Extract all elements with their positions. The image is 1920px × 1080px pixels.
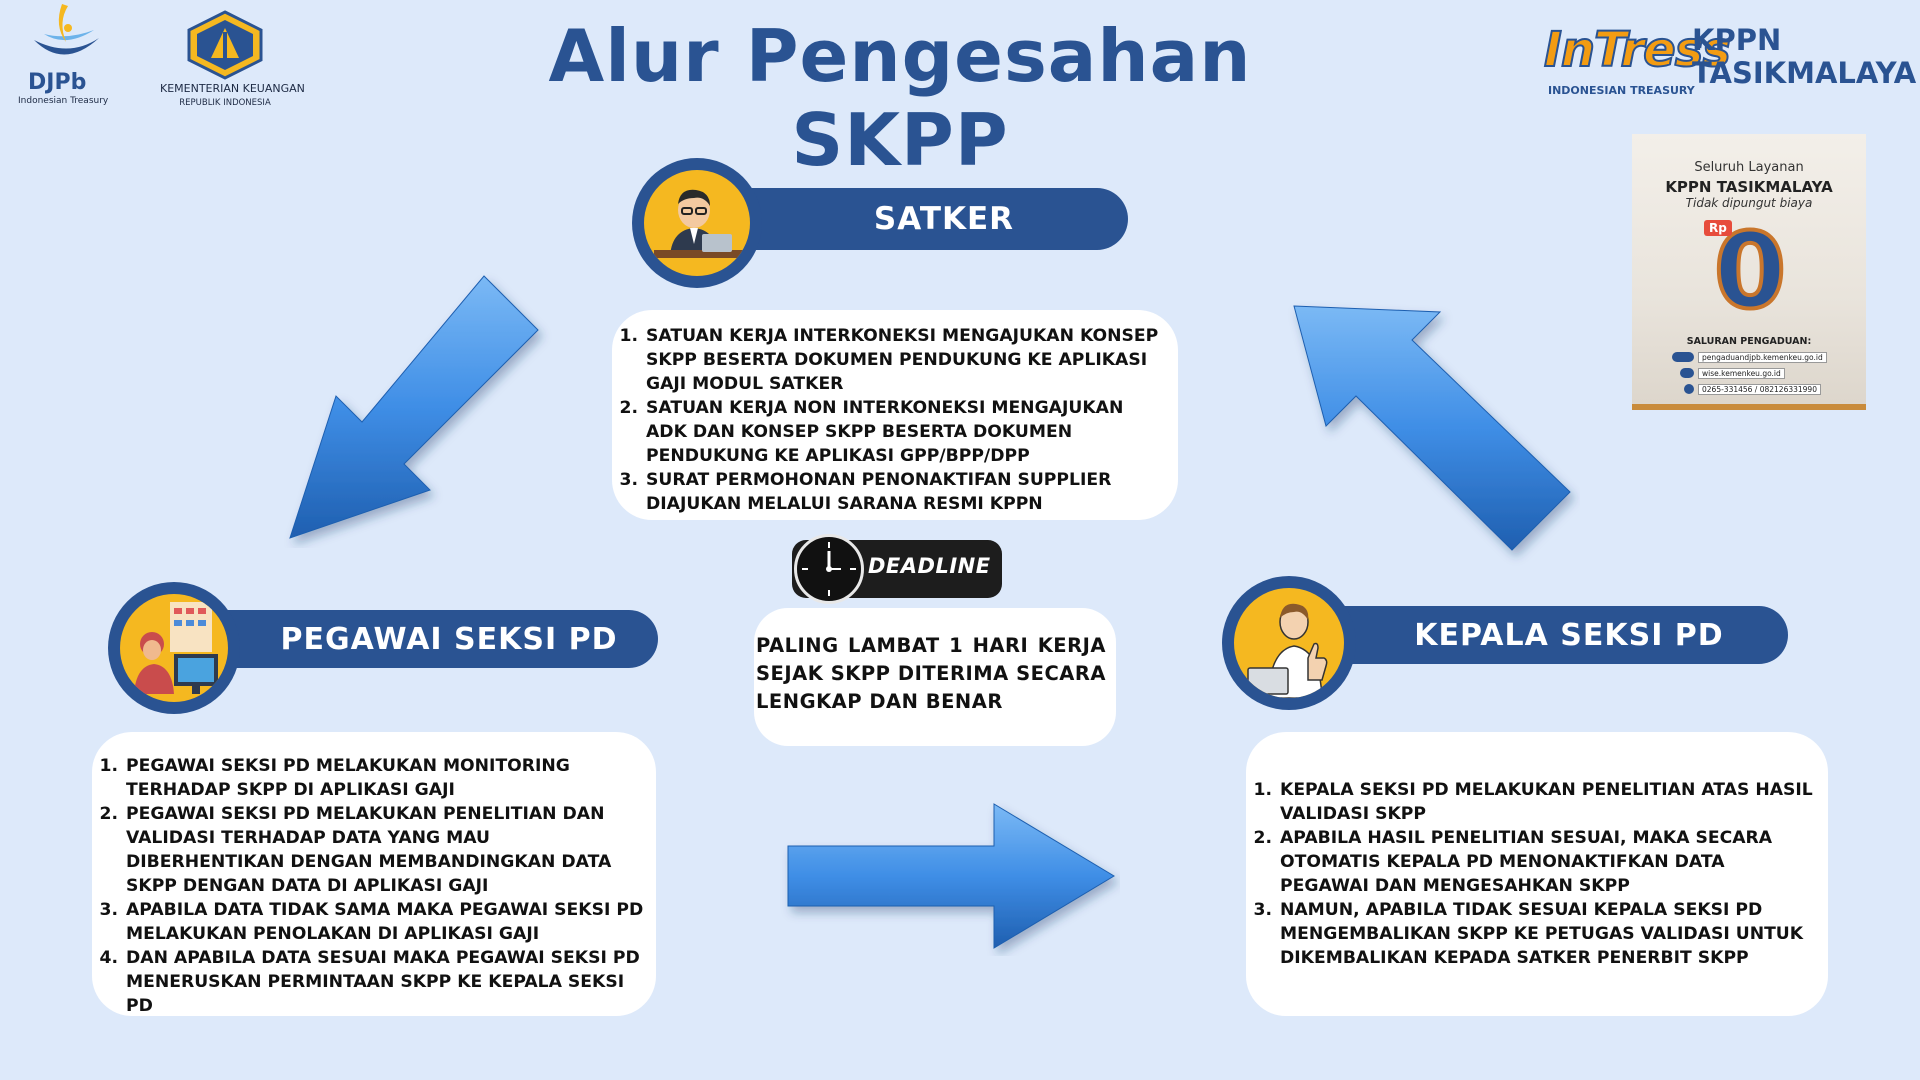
kepala-steps-list: KEPALA SEKSI PD MELAKUKAN PENELITIAN ATA… [1246, 778, 1816, 970]
satker-steps-box: SATUAN KERJA INTERKONEKSI MENGAJUKAN KON… [612, 310, 1178, 520]
thumbs-up-man-icon [1247, 603, 1328, 698]
deadline-badge: DEADLINE [792, 534, 1002, 604]
free-service-poster: Seluruh Layanan KPPN TASIKMALAYA Tidak d… [1632, 134, 1866, 410]
page-title: Alur Pengesahan SKPP [548, 14, 1252, 182]
kepala-avatar-inner [1234, 588, 1344, 698]
clock-icon [794, 534, 864, 604]
pegawai-step-2: PEGAWAI SEKSI PD MELAKUKAN PENELITIAN DA… [124, 802, 644, 898]
arrow-pegawai-to-kepala [787, 803, 1115, 949]
kppn-line2: TASIKMALAYA [1692, 56, 1917, 90]
sipandu-icon [1672, 352, 1694, 362]
pegawai-step-4: DAN APABILA DATA SESUAI MAKA PEGAWAI SEK… [124, 946, 644, 1018]
satker-avatar [632, 158, 762, 288]
poster-line3: Tidak dipungut biaya [1685, 196, 1813, 210]
djpb-sub: Indonesian Treasury [18, 96, 109, 106]
poster-saluran: SALURAN PENGADUAN: [1686, 336, 1812, 347]
poster-contact-3: 0265-331456 / 082126331990 [1698, 384, 1821, 395]
poster-contact-1: pengaduandjpb.kemenkeu.go.id [1698, 352, 1827, 363]
worker-at-desk-icon [654, 189, 746, 258]
kemenkeu-logo: KEMENTERIAN KEUANGAN REPUBLIK INDONESIA [160, 10, 305, 110]
pegawai-banner: PEGAWAI SEKSI PD [180, 610, 658, 668]
poster-rp-badge: Rp [1704, 220, 1732, 236]
satker-avatar-inner [644, 170, 750, 276]
wise-icon [1680, 368, 1694, 378]
kemenkeu-name: KEMENTERIAN KEUANGAN [160, 82, 305, 95]
pegawai-steps-box: PEGAWAI SEKSI PD MELAKUKAN MONITORING TE… [92, 732, 656, 1016]
deadline-text: PALING LAMBAT 1 HARI KERJA SEJAK SKPP DI… [756, 634, 1106, 713]
kepala-step-2: APABILA HASIL PENELITIAN SESUAI, MAKA SE… [1278, 826, 1816, 898]
kepala-step-1: KEPALA SEKSI PD MELAKUKAN PENELITIAN ATA… [1278, 778, 1816, 826]
poster-line2: KPPN TASIKMALAYA [1665, 178, 1833, 196]
pegawai-avatar-inner [120, 594, 228, 702]
kppn-title: KPPN TASIKMALAYA [1692, 24, 1916, 90]
kemenkeu-sub: REPUBLIK INDONESIA [179, 98, 271, 108]
satker-step-2: SATUAN KERJA NON INTERKONEKSI MENGAJUKAN… [644, 396, 1166, 468]
pegawai-steps-list: PEGAWAI SEKSI PD MELAKUKAN MONITORING TE… [92, 754, 644, 1018]
kepala-banner: KEPALA SEKSI PD [1290, 606, 1788, 664]
arrow-kepala-to-satker [1293, 305, 1571, 551]
djpb-name: DJPb [28, 70, 87, 95]
satker-step-1: SATUAN KERJA INTERKONEKSI MENGAJUKAN KON… [644, 324, 1166, 396]
kppn-line1: KPPN [1692, 23, 1782, 57]
kepala-avatar [1222, 576, 1356, 710]
officer-at-computer-icon [134, 602, 218, 694]
djpb-logo: DJPb Indonesian Treasury [14, 0, 120, 110]
kepala-step-3: NAMUN, APABILA TIDAK SESUAI KEPALA SEKSI… [1278, 898, 1816, 970]
pegawai-step-3: APABILA DATA TIDAK SAMA MAKA PEGAWAI SEK… [124, 898, 644, 946]
intress-word: InTress [1543, 21, 1732, 79]
kepala-label: KEPALA SEKSI PD [1414, 617, 1724, 653]
intress-sub: INDONESIAN TREASURY [1548, 84, 1695, 97]
arrow-satker-to-pegawai [289, 275, 539, 539]
satker-banner: SATKER [700, 188, 1128, 250]
satker-label: SATKER [873, 201, 1015, 237]
pegawai-label: PEGAWAI SEKSI PD [280, 621, 618, 657]
poster-contact-2: wise.kemenkeu.go.id [1698, 368, 1785, 379]
phone-icon [1684, 384, 1694, 394]
deadline-box: PALING LAMBAT 1 HARI KERJA SEJAK SKPP DI… [754, 608, 1116, 746]
satker-step-3: SURAT PERMOHONAN PENONAKTIFAN SUPPLIER D… [644, 468, 1166, 516]
pegawai-step-1: PEGAWAI SEKSI PD MELAKUKAN MONITORING TE… [124, 754, 644, 802]
poster-line1: Seluruh Layanan [1694, 160, 1804, 175]
kepala-steps-box: KEPALA SEKSI PD MELAKUKAN PENELITIAN ATA… [1246, 732, 1828, 1016]
pegawai-avatar [108, 582, 240, 714]
deadline-label: DEADLINE [868, 554, 991, 578]
satker-steps-list: SATUAN KERJA INTERKONEKSI MENGAJUKAN KON… [612, 324, 1166, 516]
kemenkeu-emblem-icon [187, 10, 263, 80]
djpb-emblem-icon [34, 4, 99, 55]
intress-logo: InTress INDONESIAN TREASURY [1543, 21, 1732, 102]
